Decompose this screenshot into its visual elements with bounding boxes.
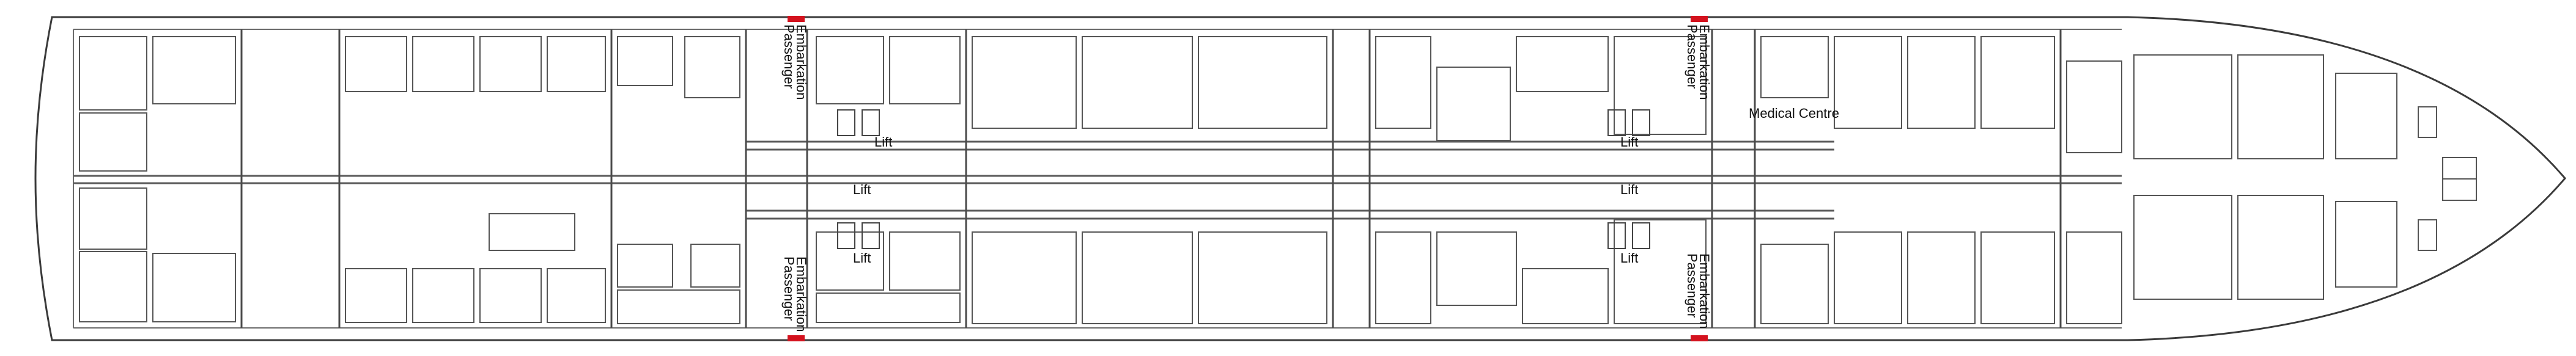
embarkation-marker-2 [788, 335, 805, 341]
cabins-mid-1 [345, 36, 606, 323]
passenger-embarkation-label-1: Passenger Embarkation [781, 24, 809, 100]
svg-text:Passenger: Passenger [1685, 253, 1700, 318]
svg-text:Embarkation: Embarkation [1697, 24, 1712, 100]
bow-features [2418, 106, 2477, 251]
cabins-mid-2 [617, 36, 740, 324]
cabins-mid-3 [816, 36, 1327, 324]
lift-label-5: Lift [1620, 182, 1638, 197]
cabins-aft-1 [1375, 36, 1707, 324]
bulkheads [240, 29, 2062, 328]
passenger-embarkation-label-2: Passenger Embarkation [781, 256, 809, 332]
cabins-forward-left [79, 36, 236, 322]
svg-text:Embarkation: Embarkation [794, 256, 809, 332]
lift-label-3: Lift [853, 250, 871, 266]
passenger-embarkation-label-4: Passenger Embarkation [1685, 253, 1712, 329]
medical-centre-label: Medical Centre [1749, 106, 1839, 121]
cabins-aft-2 [1760, 36, 2397, 324]
svg-text:Passenger: Passenger [1685, 24, 1700, 89]
lift-label-2: Lift [874, 134, 892, 150]
embarkation-marker-1 [788, 16, 805, 22]
svg-text:Embarkation: Embarkation [1697, 253, 1712, 329]
hull-outline [34, 16, 2566, 341]
lift-shafts [837, 109, 1650, 249]
svg-text:Embarkation: Embarkation [794, 24, 809, 100]
lift-label-1: Lift [853, 182, 871, 197]
embarkation-markers [788, 16, 1708, 341]
svg-text:Passenger: Passenger [781, 256, 797, 321]
svg-text:Passenger: Passenger [781, 24, 797, 89]
embarkation-marker-3 [1691, 16, 1708, 22]
lift-label-4: Lift [1620, 134, 1638, 150]
lift-label-6: Lift [1620, 250, 1638, 266]
inner-hull-wall [73, 29, 2122, 329]
embarkation-marker-4 [1691, 335, 1708, 341]
central-corridor [73, 140, 2122, 220]
passenger-embarkation-label-3: Passenger Embarkation [1685, 24, 1712, 100]
